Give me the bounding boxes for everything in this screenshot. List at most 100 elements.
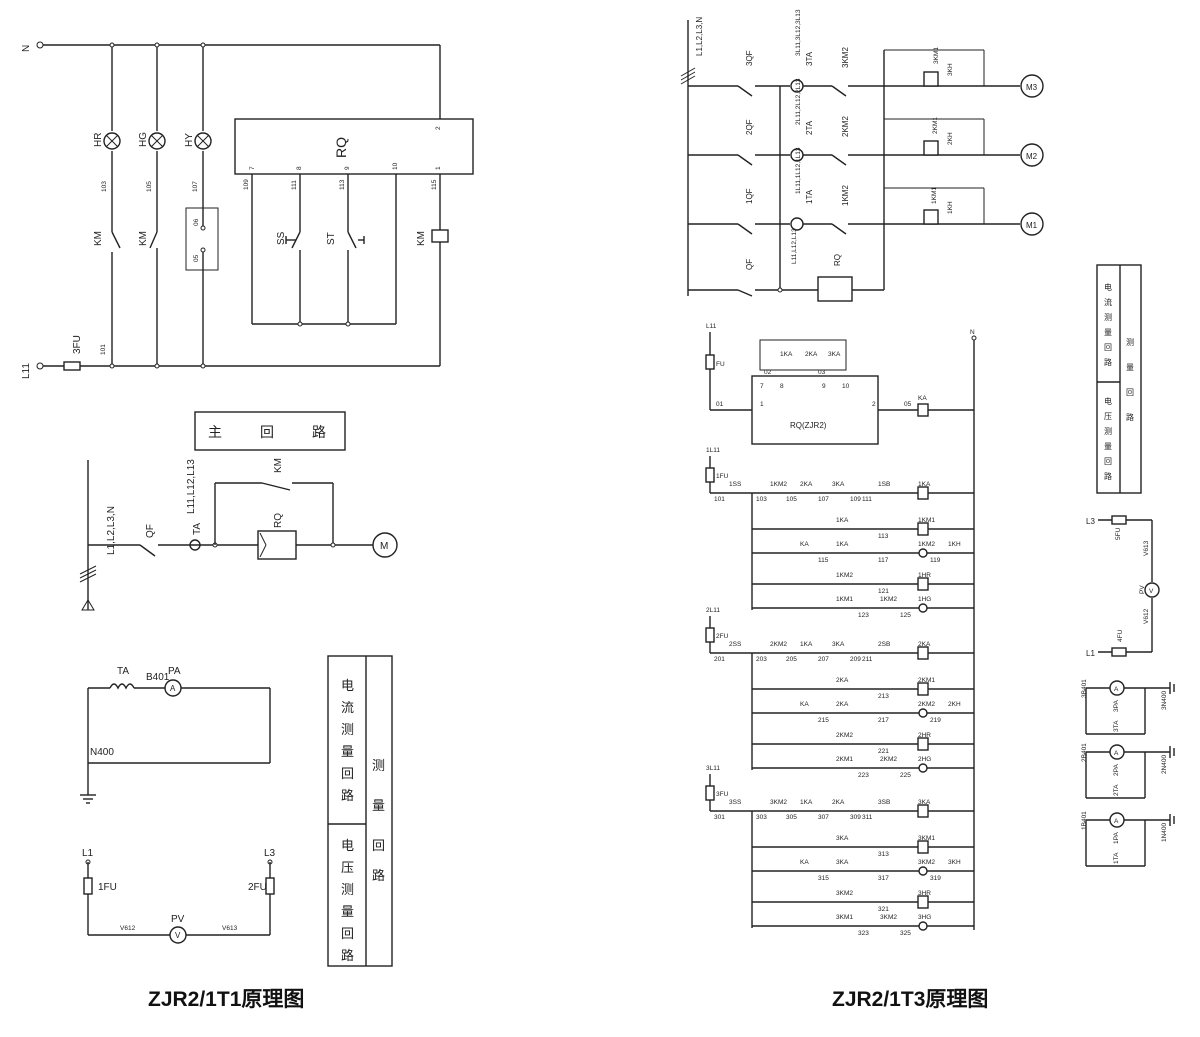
left-main-circuit: L1,L2,L3,N QF L11,L12,L13 TA KM RQ M — [79, 458, 398, 611]
loop-branch-label: 2KH — [948, 701, 961, 708]
table-cell: 电 — [341, 678, 354, 693]
km2-3-label: 3KM2 — [841, 47, 850, 68]
fuse-3fu-label: 3FU — [72, 335, 83, 354]
loop-branch-label: 1HR — [918, 572, 931, 579]
loop-branch-label: 3KM1 — [918, 835, 935, 842]
ta-2-label: 2TA — [805, 120, 814, 135]
loop-wire-label: 319 — [930, 875, 941, 882]
loop-wire-label: 103 — [756, 496, 767, 503]
v612-label: V612 — [120, 925, 136, 932]
phase-2-label: 2L11,2L12,2L13 — [795, 78, 802, 125]
loop-wire-label: 317 — [878, 875, 889, 882]
ammeter-ta-label: 1TA — [1113, 852, 1120, 864]
loop-branch-label: 2KM1 — [918, 677, 935, 684]
ammeter-ta-label: 3TA — [1113, 720, 1120, 732]
rq-term-1: 1 — [435, 166, 442, 170]
ss-label: SS — [276, 231, 287, 245]
loop-wire-label: 205 — [786, 656, 797, 663]
ammeter-symbol: A — [1114, 818, 1119, 825]
loop-branch-label: 3KH — [948, 859, 961, 866]
voltmeter-pv — [169, 926, 187, 944]
lamp-hy-label: HY — [184, 133, 195, 147]
table-cell: 路 — [341, 788, 354, 803]
volt-v612-label: V612 — [1143, 608, 1150, 624]
loop-wire-label: 213 — [878, 693, 889, 700]
rq-term: 2 — [872, 401, 876, 408]
ta-label: TA — [192, 523, 203, 535]
table-cell: 电 — [1104, 396, 1112, 406]
loop-wire-label: 311 — [862, 814, 873, 821]
loop-wire-label: 125 — [900, 612, 911, 619]
rq-n-label: N — [970, 329, 975, 336]
loop-feed-label: 3L11 — [706, 765, 720, 772]
hy-term-05-label: 05 — [193, 254, 200, 262]
loop-contact-label: 3KA — [832, 641, 845, 648]
right-main-circuit: L1,L2,L3,N 3QF 3L11,3L12,3L13 3TA 3KM2 M… — [680, 9, 1044, 302]
left-measurement: TA B401 A PA N400 L1 L3 1FU 2FU V PV V61… — [80, 666, 276, 944]
bus-label: L1,L2,L3,N — [106, 506, 117, 555]
rq-term: 05 — [904, 401, 912, 408]
loop-contact-label: 2KA — [832, 799, 845, 806]
loop-contact-label: 3KA — [918, 799, 931, 806]
table-cell: 测 — [341, 722, 354, 737]
loop-branch-label: 1KM2 — [880, 596, 897, 603]
qf-label: QF — [145, 524, 156, 538]
motor-symbol — [372, 532, 398, 558]
loop-wire-label: 221 — [878, 748, 889, 755]
km-contact-1-label: KM — [93, 231, 104, 246]
loop-wire-label: 209 — [850, 656, 861, 663]
lamp-branch-hg: HG 105 KM — [138, 42, 166, 369]
ammeter-b-label: 2B401 — [1081, 743, 1088, 762]
fu4-label: 4FU — [1117, 629, 1124, 642]
loop-branch-label: 3KM1 — [836, 914, 853, 921]
right-description-table: 电 流 测 量 回 路 电 压 测 量 回 路 测 量 回 路 — [1096, 264, 1142, 494]
loop-contact-label: 2KA — [918, 641, 931, 648]
ammeter-pa-label: 3PA — [1113, 700, 1120, 712]
kh-2-label: 2KH — [947, 132, 954, 145]
loop-wire-label: 107 — [818, 496, 829, 503]
rq-1ka-label: 1KA — [780, 351, 793, 358]
loop-branch-label: 2KA — [836, 677, 849, 684]
title-char-2: 回 — [260, 424, 274, 440]
rq-term: 9 — [822, 383, 826, 390]
loop-wire-label: 219 — [930, 717, 941, 724]
rq-term: 03 — [818, 369, 826, 376]
rq-term: 02 — [764, 369, 772, 376]
phase-label: L11,L12,L13 — [186, 459, 197, 514]
breaker-2qf-label: 2QF — [745, 119, 754, 135]
table-cell: 回 — [372, 838, 385, 853]
rq-label: RQ — [333, 137, 349, 158]
fu2-label: 2FU — [248, 882, 267, 893]
km1-2-label: 2KM1 — [932, 117, 939, 134]
wire-115-label: 115 — [431, 179, 438, 190]
table-cell: 电 — [1104, 282, 1112, 292]
rq-term: 01 — [716, 401, 724, 408]
loop-contact-label: 1KA — [918, 481, 931, 488]
table-cell: 量 — [341, 744, 354, 759]
right-current-measurement: A3B4013PA3TA3N400A2B4012PA2TA2N400A1B401… — [1081, 679, 1175, 867]
table-cell: 测 — [1126, 338, 1134, 347]
loop-contact-label: 1KA — [800, 641, 813, 648]
loop-contact-label: 1KM2 — [770, 481, 787, 488]
rq-term-2: 2 — [435, 126, 442, 130]
loop-wire-label: 315 — [818, 875, 829, 882]
loop-branch-label: 2KA — [836, 701, 849, 708]
loop-contact-label: 2SB — [878, 641, 890, 648]
volt-l3-label: L3 — [1086, 517, 1095, 526]
ammeter-pa-label: 1PA — [1113, 832, 1120, 844]
table-cell: 测 — [1104, 313, 1112, 322]
table-cell: 量 — [341, 904, 354, 919]
left-control-circuit: N L11 3FU 101 HR 103 KM HG 105 KM — [21, 41, 474, 379]
loop-ss-label: 3SS — [729, 799, 742, 806]
wire-109-label: 109 — [243, 179, 250, 190]
loop-feed-label: 1L11 — [706, 447, 720, 454]
loop-wire-label: 109 — [850, 496, 861, 503]
loop-wire-label: 113 — [878, 533, 889, 540]
rq-ka-label: KA — [918, 395, 927, 402]
table-cell: 测 — [372, 758, 385, 773]
loop-wire-label: 325 — [900, 930, 911, 937]
km2-1-label: 1KM2 — [841, 185, 850, 206]
ta-3-label: 3TA — [805, 51, 814, 66]
